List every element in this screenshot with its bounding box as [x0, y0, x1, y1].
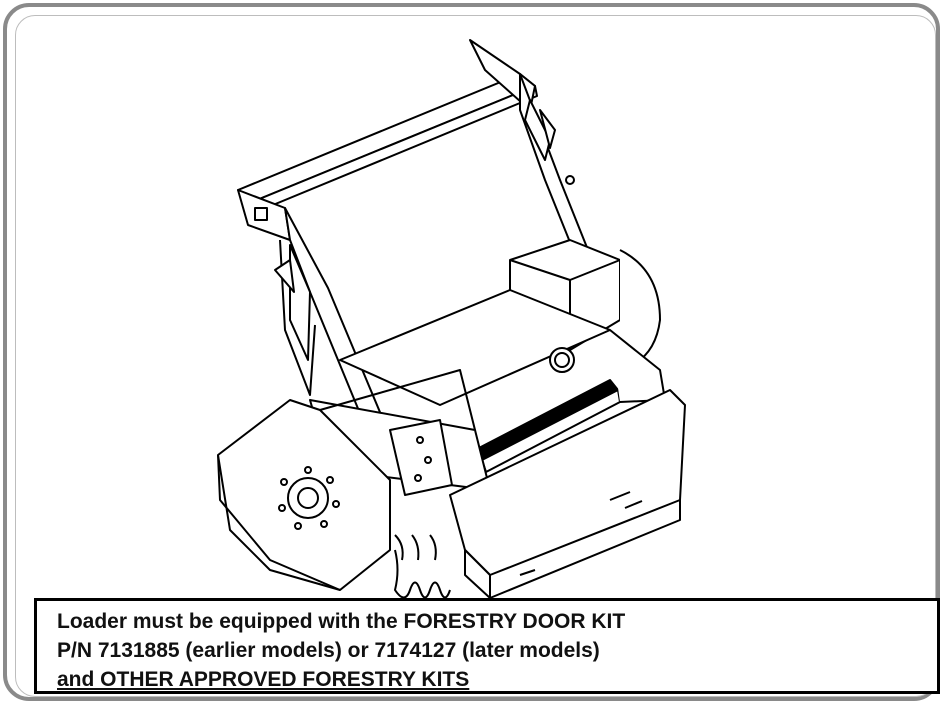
- requirement-notice-box: Loader must be equipped with the FORESTR…: [34, 598, 940, 694]
- chain-curtain: [394, 534, 451, 599]
- forestry-mulcher-illustration: [217, 39, 686, 599]
- page-frame-inner: [15, 15, 936, 697]
- rotor-housing: [339, 239, 661, 406]
- front-push-frame: [449, 389, 686, 599]
- notice-line-2: P/N 7131885 (earlier models) or 7174127 …: [57, 639, 600, 662]
- top-crossbeam: [237, 73, 538, 213]
- side-plate: [217, 399, 391, 591]
- notice-line-1: Loader must be equipped with the FORESTR…: [57, 610, 626, 633]
- left-upright-frame: [237, 189, 401, 463]
- notice-line-3: and OTHER APPROVED FORESTRY KITS: [57, 668, 470, 691]
